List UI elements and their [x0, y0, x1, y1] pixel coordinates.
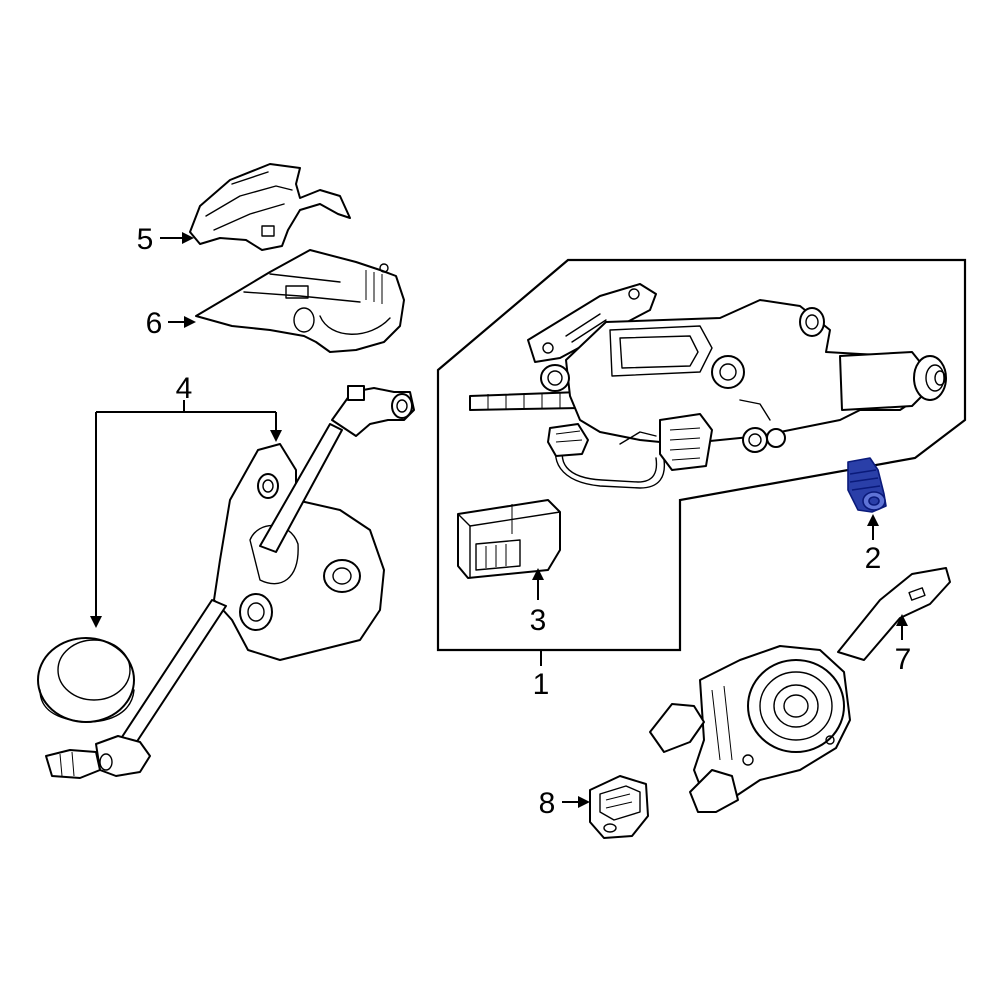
small-switch-illustration — [589, 775, 649, 839]
intermediate-shaft-illustration — [37, 385, 415, 779]
callout-1: 1 — [533, 668, 550, 701]
callout-8: 8 — [539, 787, 556, 820]
callout-4: 4 — [176, 372, 193, 405]
callout-7: 7 — [895, 643, 912, 676]
callout-6: 6 — [146, 307, 163, 340]
callout-5: 5 — [137, 223, 154, 256]
highlighted-part-2 — [847, 457, 887, 513]
arrowhead-5 — [182, 232, 194, 244]
arrowhead-3 — [532, 568, 544, 580]
arrowhead-4-left — [90, 616, 102, 628]
combination-switch-illustration — [649, 567, 951, 813]
upper-cover-illustration — [189, 163, 351, 251]
assembly-outline-box — [436, 258, 967, 652]
steering-column-illustration — [469, 283, 947, 489]
callout-2: 2 — [865, 542, 882, 575]
control-module-illustration — [457, 499, 561, 579]
arrowhead-7 — [896, 614, 908, 626]
arrowhead-6 — [184, 316, 196, 328]
callout-3: 3 — [530, 604, 547, 637]
arrowhead-4-right — [270, 430, 282, 442]
lower-cover-illustration — [195, 249, 405, 353]
arrowhead-8 — [578, 796, 590, 808]
arrowhead-2 — [867, 514, 879, 526]
